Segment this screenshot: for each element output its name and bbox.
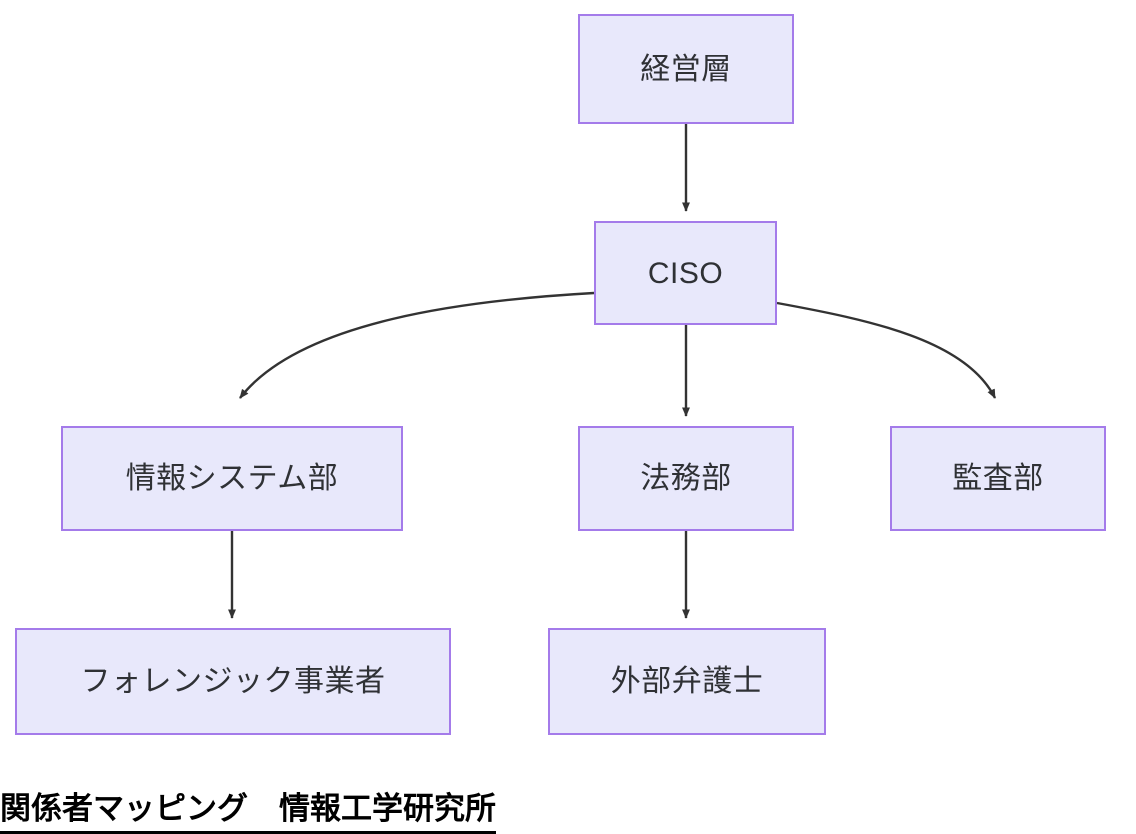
node-ciso-label: CISO <box>647 256 724 290</box>
node-external-lawyer[interactable]: 外部弁護士 <box>548 628 826 735</box>
node-information-systems-dept-label: 情報システム部 <box>125 462 339 495</box>
node-forensics-vendor[interactable]: フォレンジック事業者 <box>15 628 451 735</box>
node-legal-dept[interactable]: 法務部 <box>578 426 794 531</box>
node-information-systems-dept[interactable]: 情報システム部 <box>61 426 403 531</box>
diagram-caption-text: 関係者マッピング 情報工学研究所 <box>0 783 496 834</box>
node-audit-dept[interactable]: 監査部 <box>890 426 1106 531</box>
node-legal-dept-label: 法務部 <box>640 462 732 495</box>
edge-ciso-to-audit <box>776 301 997 399</box>
node-audit-dept-label: 監査部 <box>952 462 1044 495</box>
node-exec[interactable]: 経営層 <box>578 14 794 124</box>
node-external-lawyer-label: 外部弁護士 <box>610 665 764 698</box>
node-forensics-vendor-label: フォレンジック事業者 <box>80 665 386 698</box>
node-exec-label: 経営層 <box>640 52 732 86</box>
edge-ciso-to-infosys <box>239 291 595 399</box>
diagram-caption: 関係者マッピング 情報工学研究所 <box>0 783 520 834</box>
node-ciso[interactable]: CISO <box>594 221 777 325</box>
